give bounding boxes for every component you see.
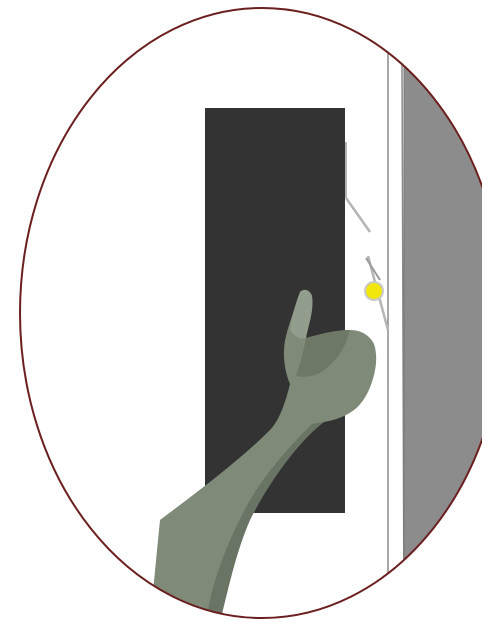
door-frame xyxy=(388,44,404,622)
indicator-light-icon xyxy=(364,281,384,301)
